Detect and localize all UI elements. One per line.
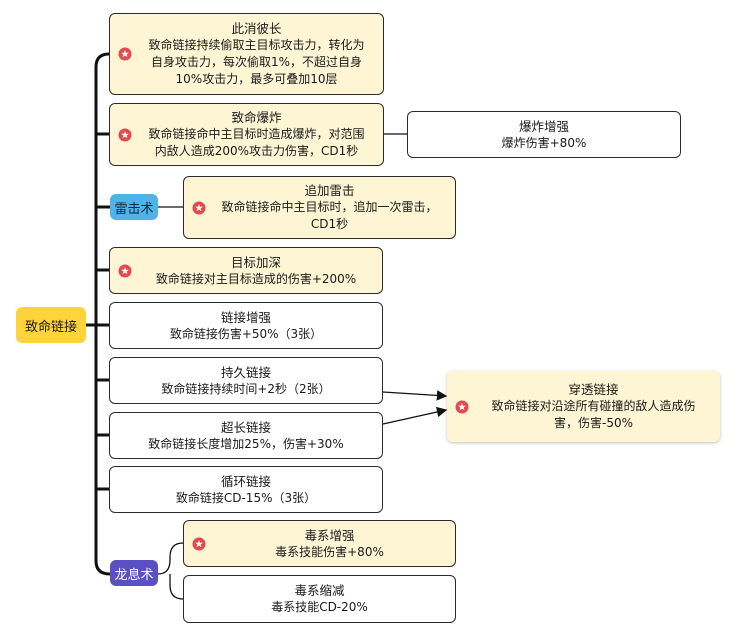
node-desc-line: 致命链接持续偷取主目标攻击力，转化为 xyxy=(148,38,365,52)
root-label: 致命链接 xyxy=(24,319,77,335)
node-title: 追加雷击 xyxy=(304,183,355,198)
node-title: 致命爆炸 xyxy=(231,110,282,125)
node-desc-line: 10%攻击力，最多可叠加10层 xyxy=(175,72,338,86)
node-desc-line: 致命链接持续时间+2秒（2张） xyxy=(161,381,331,396)
node-desc-line: 毒系技能CD-20% xyxy=(271,600,368,614)
node-zhi-ming-bao-zha: 致命爆炸 致命链接命中主目标时造成爆炸，对范围 内敌人造成200%攻击力伤害，C… xyxy=(109,103,384,166)
node-desc-line: 致命链接命中主目标时，追加一次雷击， xyxy=(221,200,438,214)
node-title: 穿透链接 xyxy=(568,382,619,397)
star-badge-icon xyxy=(192,201,206,214)
node-desc-line: 致命链接CD-15%（3张） xyxy=(175,490,317,505)
node-title: 持久链接 xyxy=(220,364,271,380)
node-desc-line: 爆炸伤害+80% xyxy=(501,135,587,150)
node-lian-jie-zeng-qiang: 链接增强 致命链接伤害+50%（3张） xyxy=(109,302,383,349)
root-node: 致命链接 xyxy=(16,307,86,343)
node-title: 毒系增强 xyxy=(304,527,355,543)
thunder-branch-tag: 雷击术 xyxy=(110,194,158,220)
dragon-branch-tag: 龙息术 xyxy=(110,560,158,586)
node-title: 目标加深 xyxy=(230,254,281,270)
star-badge-icon xyxy=(192,537,206,550)
node-chao-chang-lian-jie: 超长链接 致命链接长度增加25%，伤害+30% xyxy=(109,412,383,459)
node-desc-line: 毒系技能伤害+80% xyxy=(275,544,384,559)
node-desc-line: 自身攻击力，每次偷取1%，不超过自身 xyxy=(150,55,363,69)
star-badge-icon xyxy=(118,128,132,141)
node-ci-xiao-bi-zhang: 此消彼长 致命链接持续偷取主目标攻击力，转化为 自身攻击力，每次偷取1%，不超过… xyxy=(109,13,384,95)
node-title: 毒系缩减 xyxy=(294,583,345,598)
node-desc-line: 害，伤害-50% xyxy=(553,416,633,430)
node-desc-line: 致命链接对主目标造成的伤害+200% xyxy=(155,271,357,286)
node-chuan-tou-lian-jie: 穿透链接 致命链接对沿途所有碰撞的敌人造成伤 害，伤害-50% xyxy=(447,371,720,442)
node-chi-jiu-lian-jie: 持久链接 致命链接持续时间+2秒（2张） xyxy=(109,357,383,404)
star-badge-icon xyxy=(455,400,469,413)
node-desc-line: CD1秒 xyxy=(310,217,349,231)
node-du-xi-zeng-qiang: 毒系增强 毒系技能伤害+80% xyxy=(183,520,456,567)
node-desc-line: 致命链接对沿途所有碰撞的敌人造成伤 xyxy=(491,399,696,413)
node-desc-line: 致命链接命中主目标时造成爆炸，对范围 xyxy=(148,127,365,141)
star-badge-icon xyxy=(118,47,132,61)
star-badge-icon xyxy=(118,264,132,277)
node-title: 循环链接 xyxy=(220,473,271,489)
node-title: 链接增强 xyxy=(220,309,271,325)
node-du-xi-suo-jian: 毒系缩减 毒系技能CD-20% xyxy=(183,575,456,623)
node-title: 此消彼长 xyxy=(231,21,282,36)
node-mu-biao-jia-shen: 目标加深 致命链接对主目标造成的伤害+200% xyxy=(109,247,383,294)
dragon-tag-label: 龙息术 xyxy=(114,567,154,583)
node-title: 超长链接 xyxy=(220,419,271,435)
node-zhui-jia-lei-ji: 追加雷击 致命链接命中主目标时，追加一次雷击， CD1秒 xyxy=(183,176,456,239)
thunder-tag-label: 雷击术 xyxy=(114,201,154,217)
node-xun-huan-lian-jie: 循环链接 致命链接CD-15%（3张） xyxy=(109,466,383,513)
node-title: 爆炸增强 xyxy=(518,118,569,134)
node-desc-line: 致命链接长度增加25%，伤害+30% xyxy=(148,436,344,451)
node-bao-zha-zeng-qiang: 爆炸增强 爆炸伤害+80% xyxy=(407,111,681,158)
node-desc-line: 内敌人造成200%攻击力伤害，CD1秒 xyxy=(154,144,359,158)
node-desc-line: 致命链接伤害+50%（3张） xyxy=(169,326,323,341)
